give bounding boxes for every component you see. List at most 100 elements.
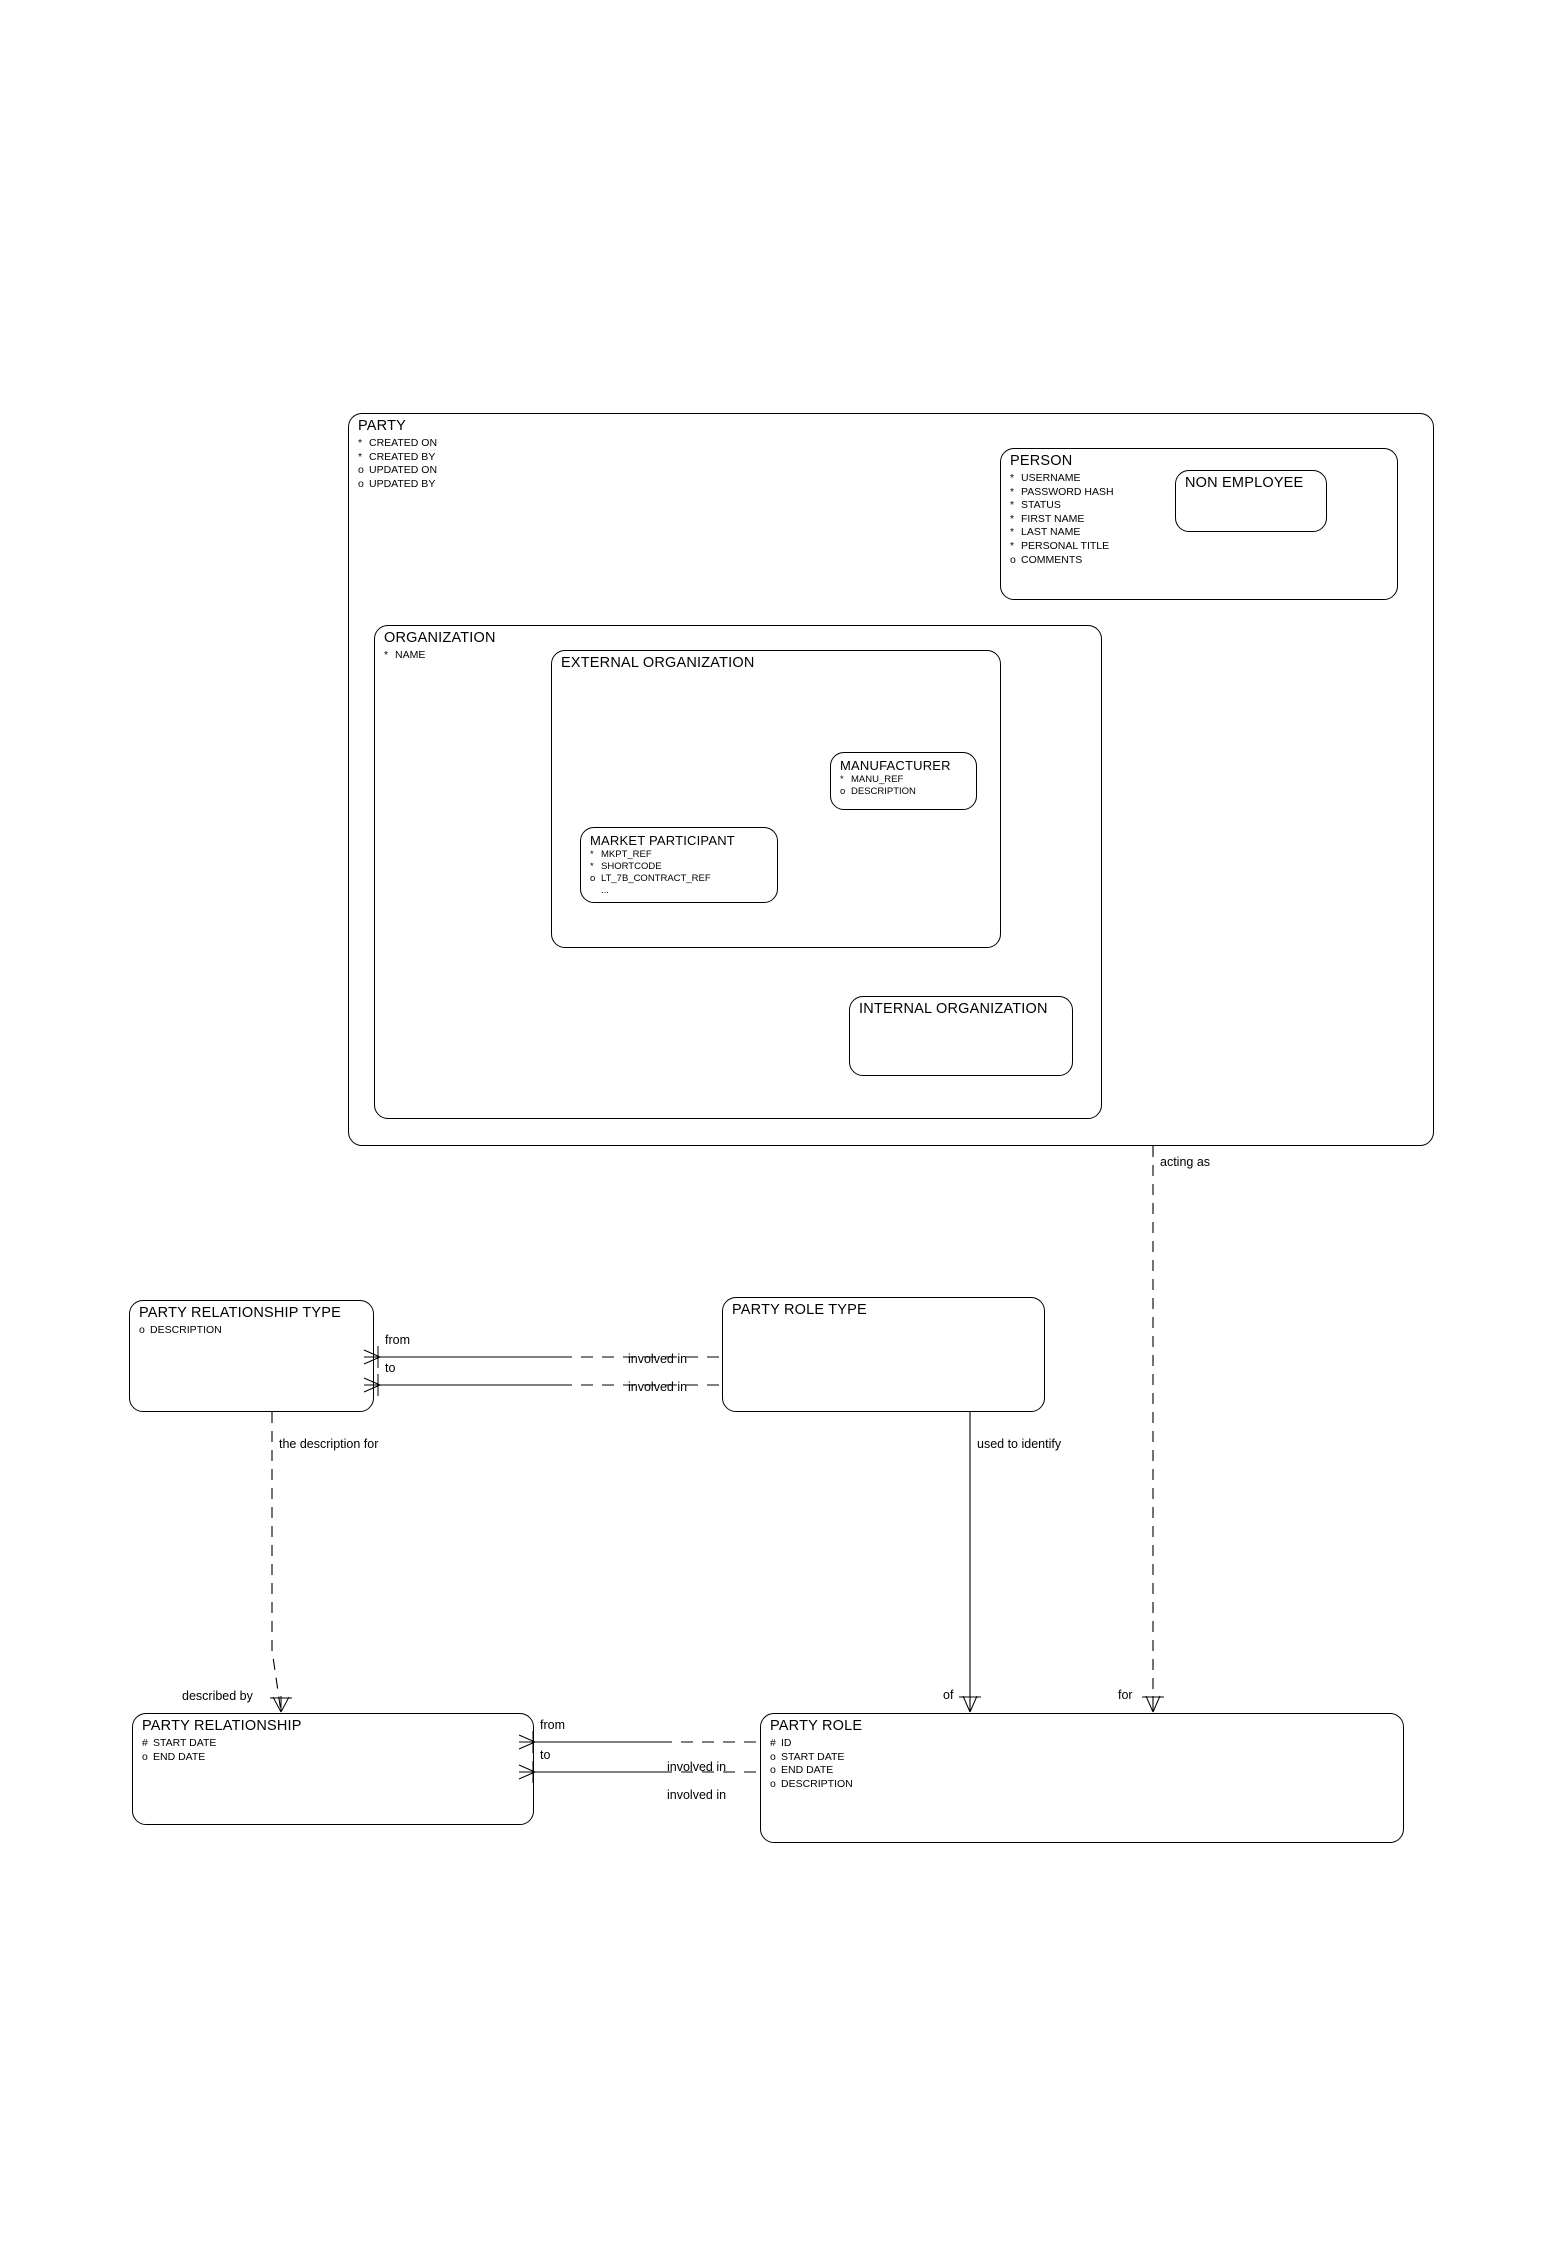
attribute-marker: #: [142, 1737, 148, 1749]
label-used-to-identify: used to identify: [977, 1437, 1062, 1451]
attribute-row: ...: [590, 885, 711, 897]
attribute-marker: o: [770, 1750, 776, 1763]
attribute-row: o START DATE: [770, 1751, 853, 1765]
label-of: of: [943, 1688, 954, 1702]
attribute-label: UPDATED ON: [369, 464, 438, 477]
attribute-marker: o: [770, 1777, 776, 1790]
attribute-label: DESCRIPTION: [150, 1324, 222, 1336]
attribute-row: *CREATED ON: [358, 437, 437, 451]
attribute-marker: o: [139, 1324, 145, 1336]
attribute-marker: o: [840, 786, 846, 797]
attribute-label: NAME: [395, 649, 426, 661]
attribute-marker: #: [770, 1737, 776, 1749]
attribute-marker: *: [1010, 512, 1015, 525]
entity-party-relationship-type[interactable]: PARTY RELATIONSHIP TYPE o DESCRIPTION: [129, 1300, 374, 1412]
entity-party-relationship-attributes: # START DATE o END DATE: [142, 1737, 216, 1764]
attribute-label: START DATE: [781, 1750, 845, 1763]
attribute-marker: *: [358, 450, 363, 463]
entity-manufacturer-title: MANUFACTURER: [840, 758, 951, 773]
attribute-marker: o: [142, 1750, 148, 1763]
attribute-marker: o: [358, 464, 364, 477]
entity-external-organization[interactable]: EXTERNAL ORGANIZATION: [551, 650, 1001, 948]
entity-internal-organization[interactable]: INTERNAL ORGANIZATION: [849, 996, 1073, 1076]
attribute-label: ID: [781, 1737, 792, 1749]
attribute-marker: *: [1010, 526, 1015, 539]
attribute-row: o END DATE: [770, 1764, 853, 1778]
entity-party-role-type[interactable]: PARTY ROLE TYPE: [722, 1297, 1045, 1412]
entity-organization-title: ORGANIZATION: [384, 630, 496, 646]
attribute-row: *SHORTCODE: [590, 861, 711, 873]
attribute-label: FIRST NAME: [1021, 512, 1085, 525]
label-described-by: described by: [182, 1689, 253, 1703]
entity-party-relationship-type-title: PARTY RELATIONSHIP TYPE: [139, 1305, 342, 1321]
attribute-label: COMMENTS: [1021, 553, 1083, 566]
crowfoot-of: [962, 1695, 978, 1713]
crowfoot-described-by: [272, 1696, 290, 1713]
attribute-label: LT_7B_CONTRACT_REF: [601, 873, 711, 884]
attribute-marker: o: [770, 1764, 776, 1777]
label-for: for: [1118, 1688, 1133, 1702]
attribute-label: UPDATED BY: [369, 477, 436, 490]
attribute-label: MKPT_REF: [601, 849, 652, 860]
attribute-marker: *: [1010, 539, 1015, 552]
attribute-label: CREATED BY: [369, 450, 436, 463]
label-pr-to: to: [540, 1748, 551, 1762]
attribute-label: USERNAME: [1021, 472, 1081, 484]
attribute-label: LAST NAME: [1021, 526, 1081, 539]
attribute-marker: o: [358, 477, 364, 490]
attribute-label: END DATE: [781, 1764, 834, 1777]
label-pr-from: from: [540, 1718, 565, 1732]
attribute-row: * CREATED BY: [358, 451, 437, 465]
attribute-label: STATUS: [1021, 499, 1061, 512]
entity-organization-attributes: *NAME: [384, 649, 425, 663]
attribute-marker: *: [358, 437, 363, 449]
attribute-row: *STATUS: [1010, 499, 1114, 513]
attribute-row: *MKPT_REF: [590, 849, 711, 861]
attribute-row: *MANU_REF: [840, 774, 916, 786]
crowfoot-for: [1145, 1695, 1161, 1713]
attribute-row: o DESCRIPTION: [840, 786, 916, 798]
attribute-row: *USERNAME: [1010, 472, 1114, 486]
entity-party-role-type-title: PARTY ROLE TYPE: [732, 1302, 867, 1318]
attribute-label: PERSONAL TITLE: [1021, 539, 1110, 552]
attribute-row: * FIRST NAME: [1010, 513, 1114, 527]
entity-person-title: PERSON: [1010, 453, 1073, 469]
entity-party-role-title: PARTY ROLE: [770, 1718, 863, 1734]
label-prt-from: from: [385, 1333, 410, 1347]
entity-non-employee[interactable]: NON EMPLOYEE: [1175, 470, 1327, 532]
entity-organization[interactable]: ORGANIZATION *NAME: [374, 625, 1102, 1119]
attribute-label: DESCRIPTION: [781, 1777, 853, 1790]
attribute-label: ...: [601, 885, 609, 896]
label-pr-involved-in-1: involved in: [667, 1760, 727, 1774]
attribute-label: END DATE: [153, 1750, 206, 1763]
attribute-marker: *: [1010, 485, 1015, 498]
entity-party-relationship-type-attributes: o DESCRIPTION: [139, 1324, 222, 1338]
attribute-label: DESCRIPTION: [851, 786, 916, 797]
line-the-description-for: [271, 1412, 282, 1713]
attribute-row: o DESCRIPTION: [770, 1778, 853, 1792]
label-prt-to: to: [385, 1361, 396, 1375]
entity-internal-organization-title: INTERNAL ORGANIZATION: [859, 1001, 1048, 1017]
entity-person[interactable]: PERSON *USERNAME*PASSWORD HASH*STATUS*FI…: [1000, 448, 1398, 600]
entity-party-title: PARTY: [358, 418, 407, 434]
attribute-row: *NAME: [384, 649, 425, 663]
entity-person-attributes: *USERNAME*PASSWORD HASH*STATUS*FIRST NAM…: [1010, 472, 1114, 567]
attribute-label: START DATE: [153, 1737, 217, 1749]
attribute-row: # START DATE: [142, 1737, 216, 1751]
entity-non-employee-title: NON EMPLOYEE: [1185, 475, 1304, 491]
attribute-row: o DESCRIPTION: [139, 1324, 222, 1338]
attribute-row: o END DATE: [142, 1751, 216, 1765]
attribute-row: o UPDATED ON: [358, 464, 437, 478]
attribute-row: o UPDATED BY: [358, 478, 437, 492]
